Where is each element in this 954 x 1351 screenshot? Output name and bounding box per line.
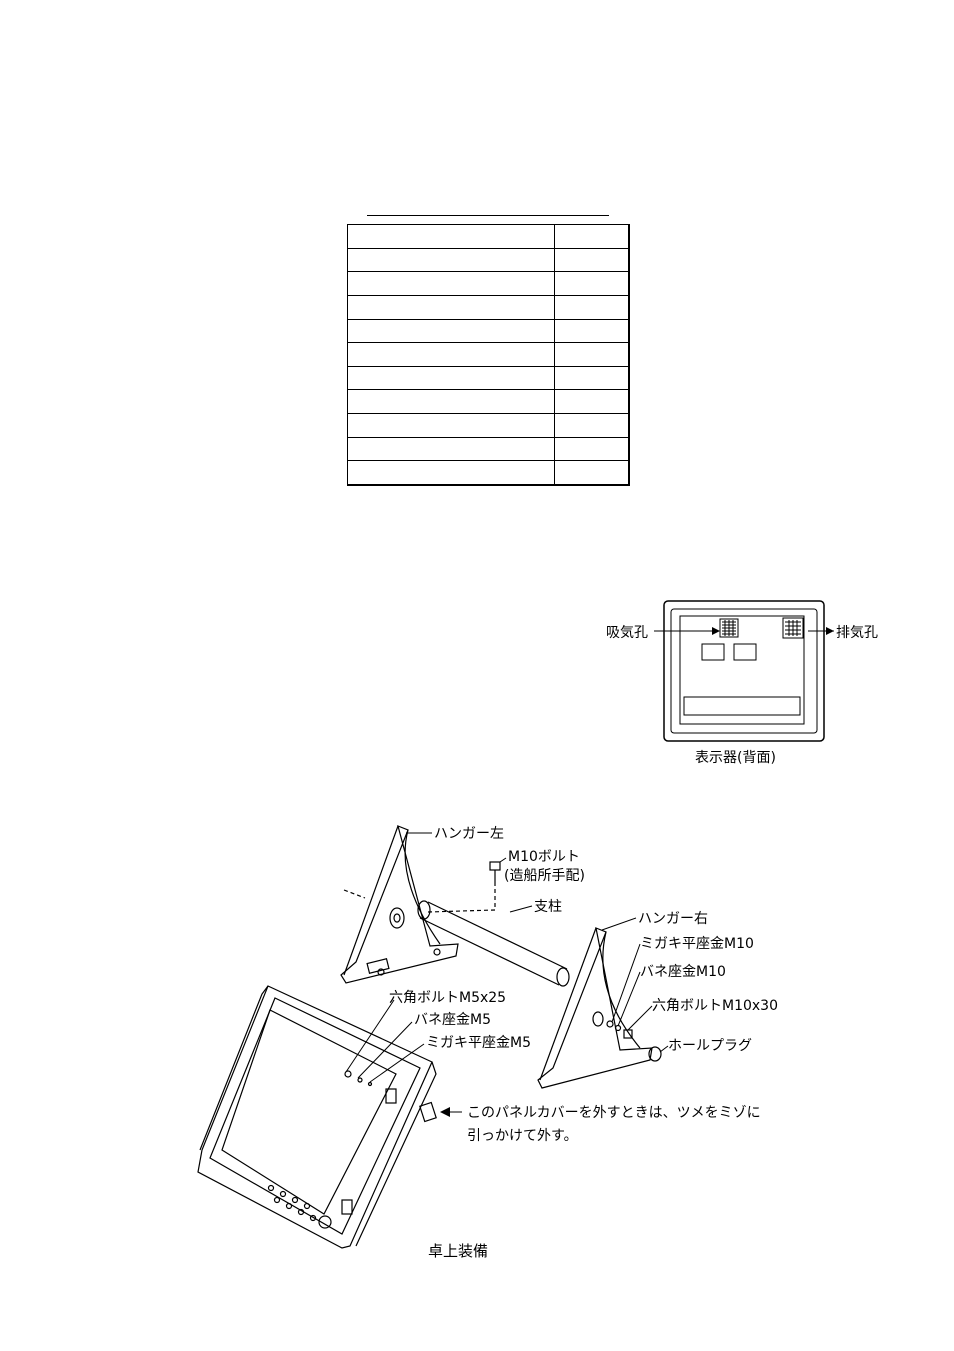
panel-cover-arrow-icon	[440, 1107, 450, 1117]
spec-table	[347, 224, 630, 486]
panel-cover-part	[419, 1101, 437, 1123]
table-row	[347, 389, 630, 414]
intake-arrow-icon	[712, 627, 720, 635]
hanger-right-part	[537, 927, 653, 1089]
label-m10-bolt: M10ボルト	[508, 849, 580, 865]
table-row	[347, 365, 630, 391]
hanger-left-part	[340, 824, 459, 984]
exhaust-grille	[785, 620, 801, 636]
label-hex-bolt-m10: 六角ボルトM10x30	[652, 998, 778, 1014]
table-cell-item	[347, 436, 555, 462]
leader-lines	[345, 832, 669, 1113]
table-cell-item	[347, 389, 555, 414]
rear-view-caption: 表示器(背面)	[695, 750, 776, 766]
table-cell-item	[347, 247, 555, 273]
label-spring-washer-m10: バネ座金M10	[640, 964, 726, 980]
display-rear-panel	[663, 600, 825, 742]
label-pillar: 支柱	[534, 899, 562, 915]
label-hanger-left: ハンガー左	[434, 826, 504, 842]
m10-bolt-part	[489, 861, 501, 882]
table-row	[347, 247, 630, 273]
table-cell-value	[554, 413, 630, 438]
exhaust-arrow-icon	[826, 627, 834, 635]
spec-table-body	[347, 224, 630, 486]
table-row	[347, 460, 630, 486]
table-row	[347, 224, 630, 249]
table-cell-item	[347, 460, 555, 486]
intake-label: 吸気孔	[606, 625, 648, 641]
label-panel-cover-note-2: 引っかけて外す。	[467, 1128, 578, 1144]
display-unit-part	[197, 985, 437, 1249]
table-cell-item	[347, 224, 555, 249]
table-cell-item	[347, 294, 555, 320]
table-cell-value	[554, 271, 630, 296]
exhaust-label: 排気孔	[836, 625, 878, 641]
label-polished-washer-m10: ミガキ平座金M10	[640, 936, 754, 952]
table-row	[347, 294, 630, 320]
table-cell-value	[554, 460, 630, 486]
desktop-caption: 卓上装備	[428, 1242, 488, 1260]
label-hanger-right: ハンガー右	[638, 911, 708, 927]
label-m10-bolt-note: (造船所手配)	[504, 868, 585, 884]
label-hole-plug: ホールプラグ	[668, 1038, 752, 1054]
intake-grille	[722, 620, 736, 636]
label-spring-washer-m5: バネ座金M5	[414, 1012, 491, 1028]
table-cell-item	[347, 271, 555, 296]
label-hex-bolt-m5: 六角ボルトM5x25	[389, 990, 506, 1006]
table-row	[347, 271, 630, 296]
table-title-rule	[367, 215, 609, 216]
pillar-part	[417, 900, 570, 987]
label-polished-washer-m5: ミガキ平座金M5	[426, 1035, 531, 1051]
m10-hardware	[606, 1020, 662, 1062]
label-panel-cover-note-1: このパネルカバーを外すときは、ツメをミゾに	[467, 1105, 761, 1121]
